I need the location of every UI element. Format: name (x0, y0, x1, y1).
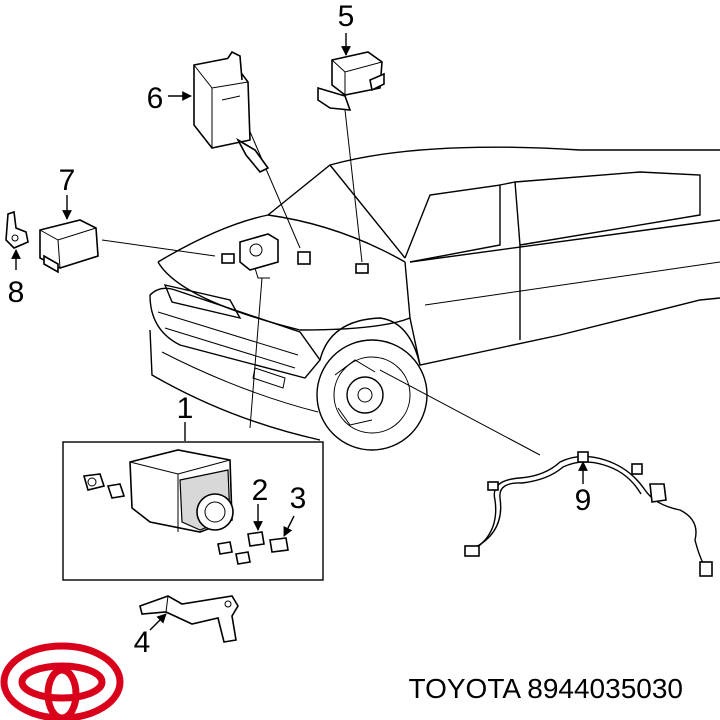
leader-lines (101, 109, 541, 456)
callout-1: 1 (177, 392, 194, 425)
sensor-module (39, 219, 99, 274)
part-number-caption: TOYOTA 8944035030 (409, 673, 684, 704)
callout-5: 5 (338, 0, 355, 33)
actuator-assembly (62, 441, 324, 581)
actuator-bracket (139, 595, 239, 643)
callout-3: 3 (290, 482, 307, 515)
callout-9: 9 (575, 484, 592, 517)
callout-2: 2 (252, 474, 269, 507)
toyota-logo-icon (0, 642, 124, 720)
callout-6: 6 (147, 82, 164, 115)
vehicle-illustration (149, 146, 720, 451)
ecu-module (193, 50, 270, 174)
callout-4: 4 (134, 626, 151, 659)
bracket-small (5, 210, 29, 249)
callout-7: 7 (59, 164, 76, 197)
relay-module (317, 51, 385, 111)
speed-sensor-harness (464, 451, 713, 577)
callout-8: 8 (8, 276, 25, 309)
